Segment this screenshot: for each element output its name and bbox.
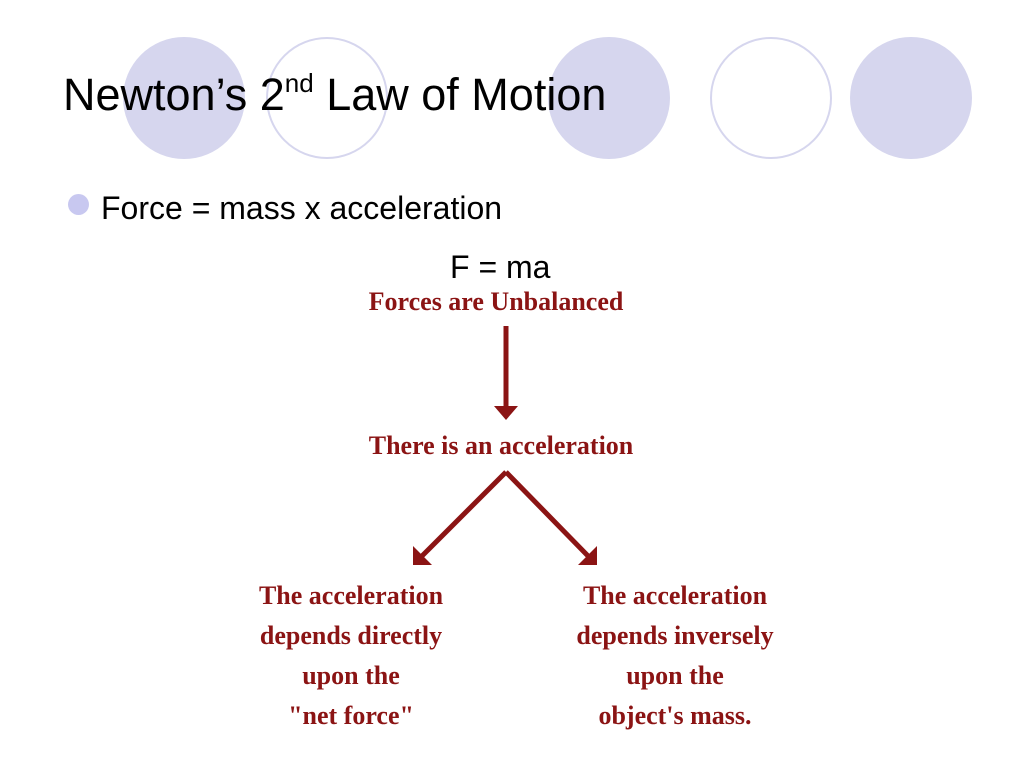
node-left-line-3: upon the [302,661,400,690]
title-rest: Law of Motion [313,69,607,120]
arrow-right [504,470,597,565]
node-left-line-2: depends directly [259,621,443,650]
title-superscript: nd [284,68,314,98]
node-right-line-2: depends inversely [576,621,774,650]
node-right-line-4: object's mass. [598,701,752,730]
node-right-line-3: upon the [626,661,724,690]
node-left-line-1: The acceleration [258,581,444,610]
bullet-text: Force = mass x acceleration [101,190,503,226]
decorative-circle-1 [123,37,245,159]
decorative-circle-3 [548,37,670,159]
decorative-circle-2 [266,37,388,159]
formula: F = ma [450,249,551,285]
bullet-item: Force = mass x acceleration [68,188,502,228]
node-right-line-1: The acceleration [582,581,768,610]
node-object-mass: The acceleration depends inversely upon … [530,576,820,736]
node-acceleration: There is an acceleration [368,431,634,460]
decorative-circle-5 [850,37,972,159]
bullet-dot-icon [68,194,89,215]
slide-title: Newton’s 2nd Law of Motion [63,67,606,123]
decorative-circle-4 [710,37,832,159]
arrow-left [413,470,508,565]
node-left-line-4: "net force" [288,701,414,730]
node-forces-unbalanced: Forces are Unbalanced [368,287,624,316]
title-main: Newton’s 2 [63,69,285,120]
arrow-down [494,326,518,420]
node-net-force: The acceleration depends directly upon t… [220,576,482,736]
